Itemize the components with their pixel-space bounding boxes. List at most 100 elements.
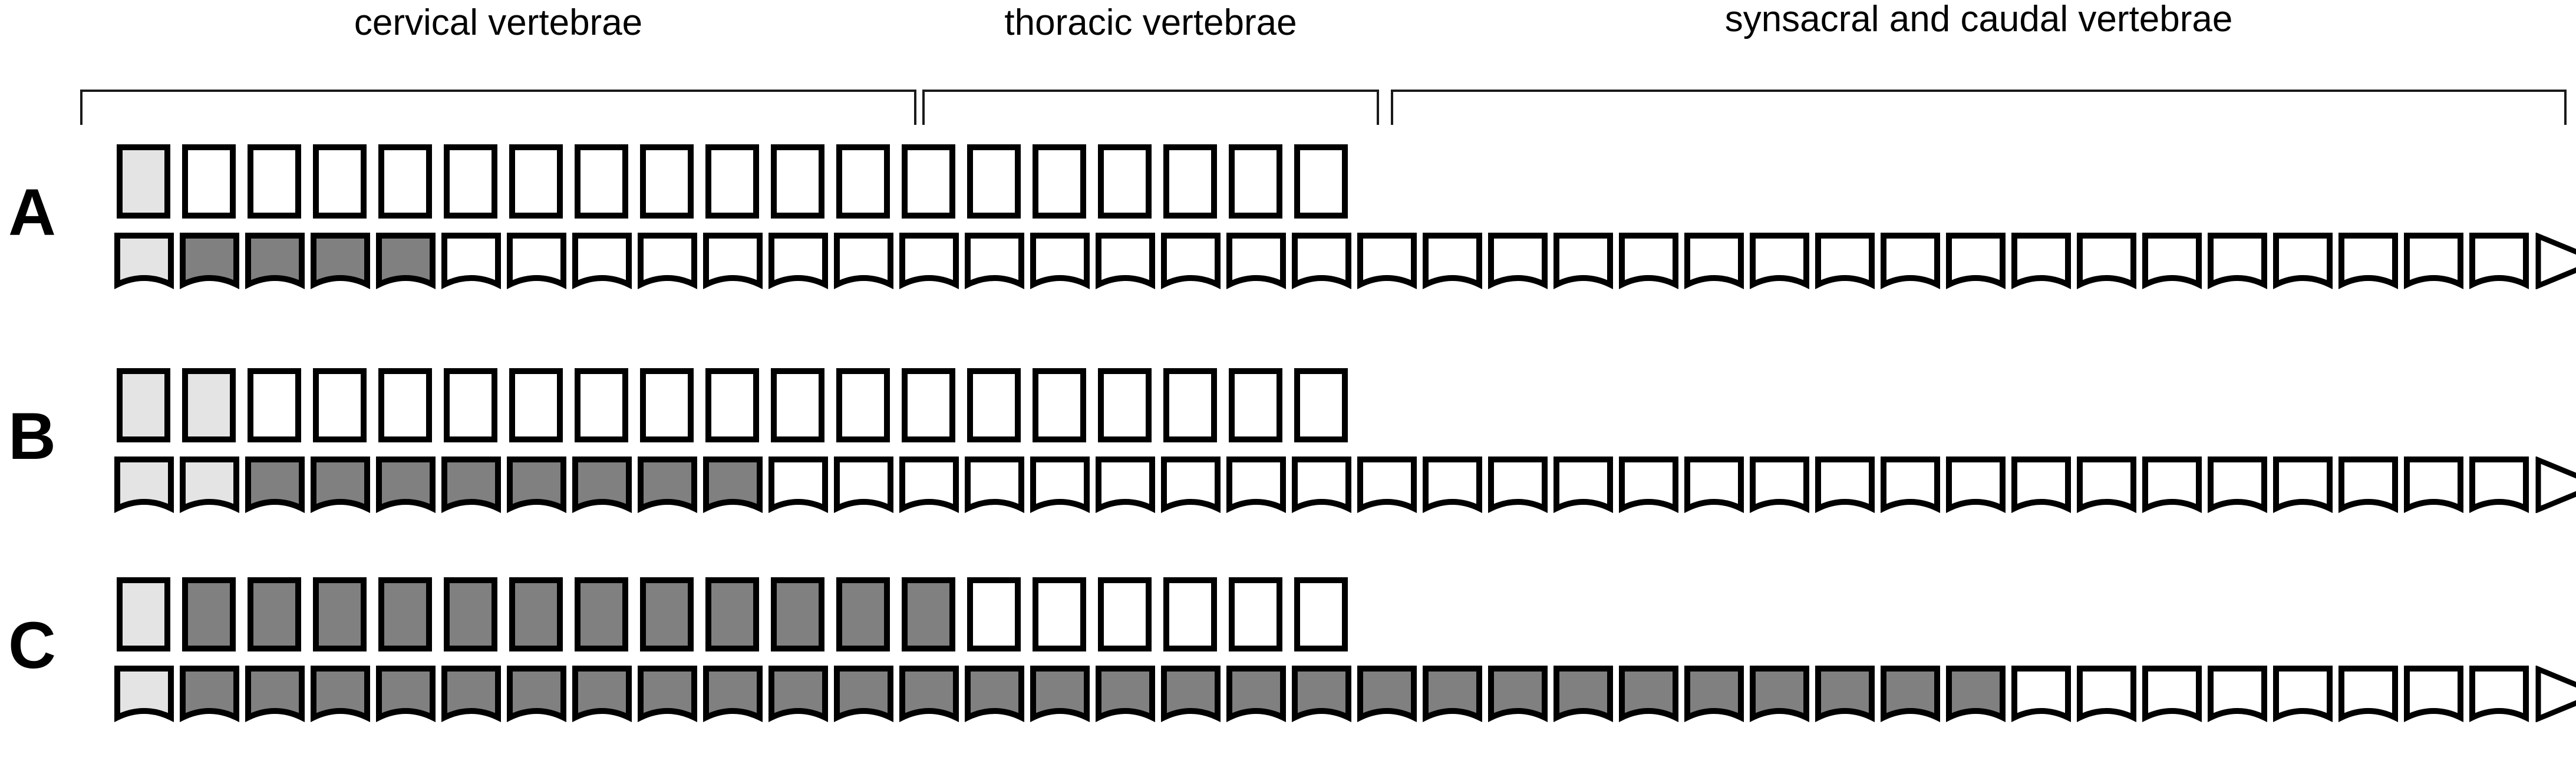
vertebra-upper-body [705, 577, 759, 651]
vertebra-upper-body [1229, 577, 1282, 651]
vertebra-upper-body [1294, 368, 1348, 442]
vertebra-lower [1093, 666, 1159, 722]
vertebra-upper-body [117, 577, 170, 651]
vertebra-upper-body [313, 577, 367, 651]
vertebra-lower-body [768, 233, 828, 289]
vertebra-lower-body [376, 457, 436, 513]
vertebra-upper [1289, 144, 1355, 219]
vertebra-lower [177, 233, 243, 289]
vertebra-lower-body [899, 233, 959, 289]
vertebra-lower [1486, 457, 1551, 513]
lower-vertebra-series-B [112, 457, 2576, 513]
vertebra-upper-body [967, 144, 1021, 219]
vertebra-lower [1617, 666, 1682, 722]
vertebra-lower [962, 666, 1028, 722]
vertebra-lower [2074, 666, 2140, 722]
vertebra-lower [1617, 457, 1682, 513]
vertebra-upper [112, 368, 177, 442]
vertebra-upper [439, 577, 504, 651]
vertebra-lower [1159, 666, 1224, 722]
vertebra-lower [2140, 233, 2205, 289]
vertebra-lower [701, 666, 766, 722]
vertebra-upper [439, 368, 504, 442]
vertebra-lower [832, 666, 897, 722]
vertebra-upper-body [378, 144, 432, 219]
vertebra-lower [2140, 457, 2205, 513]
vertebra-lower-body [2142, 233, 2202, 289]
vertebra-lower-body [1684, 233, 1744, 289]
vertebra-lower-body [180, 666, 239, 722]
vertebra-lower-body [1030, 666, 1090, 722]
vertebra-lower-body [311, 666, 370, 722]
vertebra-upper-body [444, 577, 497, 651]
vertebra-lower-body [2338, 457, 2398, 513]
vertebra-upper [832, 144, 897, 219]
vertebra-lower [766, 457, 832, 513]
vertebra-upper-body [378, 577, 432, 651]
vertebra-upper [177, 577, 243, 651]
vertebra-lower [1682, 233, 1747, 289]
vertebra-lower [701, 233, 766, 289]
vertebra-lower [1289, 666, 1355, 722]
vertebra-upper [570, 577, 635, 651]
vertebra-lower-body [1030, 233, 1090, 289]
vertebra-upper-body [509, 144, 563, 219]
vertebra-lower [766, 666, 832, 722]
vertebra-lower [2205, 233, 2271, 289]
vertebra-upper [897, 577, 962, 651]
vertebra-lower-body [2077, 457, 2136, 513]
lower-vertebra-series-A [112, 233, 2576, 289]
specimen-row-C: C [0, 577, 2576, 754]
vertebra-lower-body [1750, 233, 1809, 289]
vertebra-lower [1747, 457, 1813, 513]
vertebra-upper-body [902, 368, 955, 442]
vertebra-upper [832, 577, 897, 651]
vertebra-lower [635, 233, 701, 289]
vertebra-lower-body [1423, 666, 1482, 722]
vertebra-lower-body [2404, 666, 2463, 722]
vertebra-lower-body [572, 457, 632, 513]
vertebra-lower [112, 457, 177, 513]
vertebra-lower-body [2208, 457, 2267, 513]
vertebra-lower-body [2011, 457, 2071, 513]
vertebra-lower [504, 666, 570, 722]
vertebra-lower-body [1815, 233, 1875, 289]
vertebra-lower-body [245, 666, 305, 722]
vertebra-lower [308, 457, 374, 513]
vertebra-upper-body [313, 368, 367, 442]
vertebra-lower [1420, 457, 1486, 513]
vertebra-lower [962, 233, 1028, 289]
vertebra-lower-body [2142, 666, 2202, 722]
vertebra-upper [504, 577, 570, 651]
vertebra-lower-body [311, 457, 370, 513]
vertebra-upper [635, 368, 701, 442]
vertebra-upper-body [248, 577, 301, 651]
vertebra-upper-body [117, 144, 170, 219]
vertebra-upper-body [1229, 368, 1282, 442]
continues-posteriorly-arrow-icon [2532, 457, 2576, 513]
vertebra-upper [1159, 577, 1224, 651]
upper-vertebra-series-B [112, 368, 1355, 442]
vertebra-lower-body [1881, 666, 1940, 722]
vertebra-lower [243, 233, 308, 289]
vertebra-lower [1224, 457, 1289, 513]
vertebra-lower [2271, 233, 2336, 289]
vertebra-lower [2009, 457, 2074, 513]
vertebra-upper [701, 368, 766, 442]
vertebra-lower-body [1423, 233, 1482, 289]
vertebra-upper [701, 144, 766, 219]
vertebra-upper [1289, 577, 1355, 651]
vertebra-lower-body [2077, 666, 2136, 722]
vertebra-lower [177, 666, 243, 722]
vertebra-lower [1813, 457, 1878, 513]
vertebra-upper-body [182, 144, 236, 219]
vertebra-lower-body [1161, 457, 1221, 513]
vertebra-lower-body [180, 457, 239, 513]
vertebra-lower [308, 233, 374, 289]
vertebra-lower [635, 666, 701, 722]
vertebra-lower [112, 233, 177, 289]
arrow-triangle [2535, 457, 2576, 513]
vertebra-upper-body [771, 577, 824, 651]
vertebra-lower [2074, 457, 2140, 513]
